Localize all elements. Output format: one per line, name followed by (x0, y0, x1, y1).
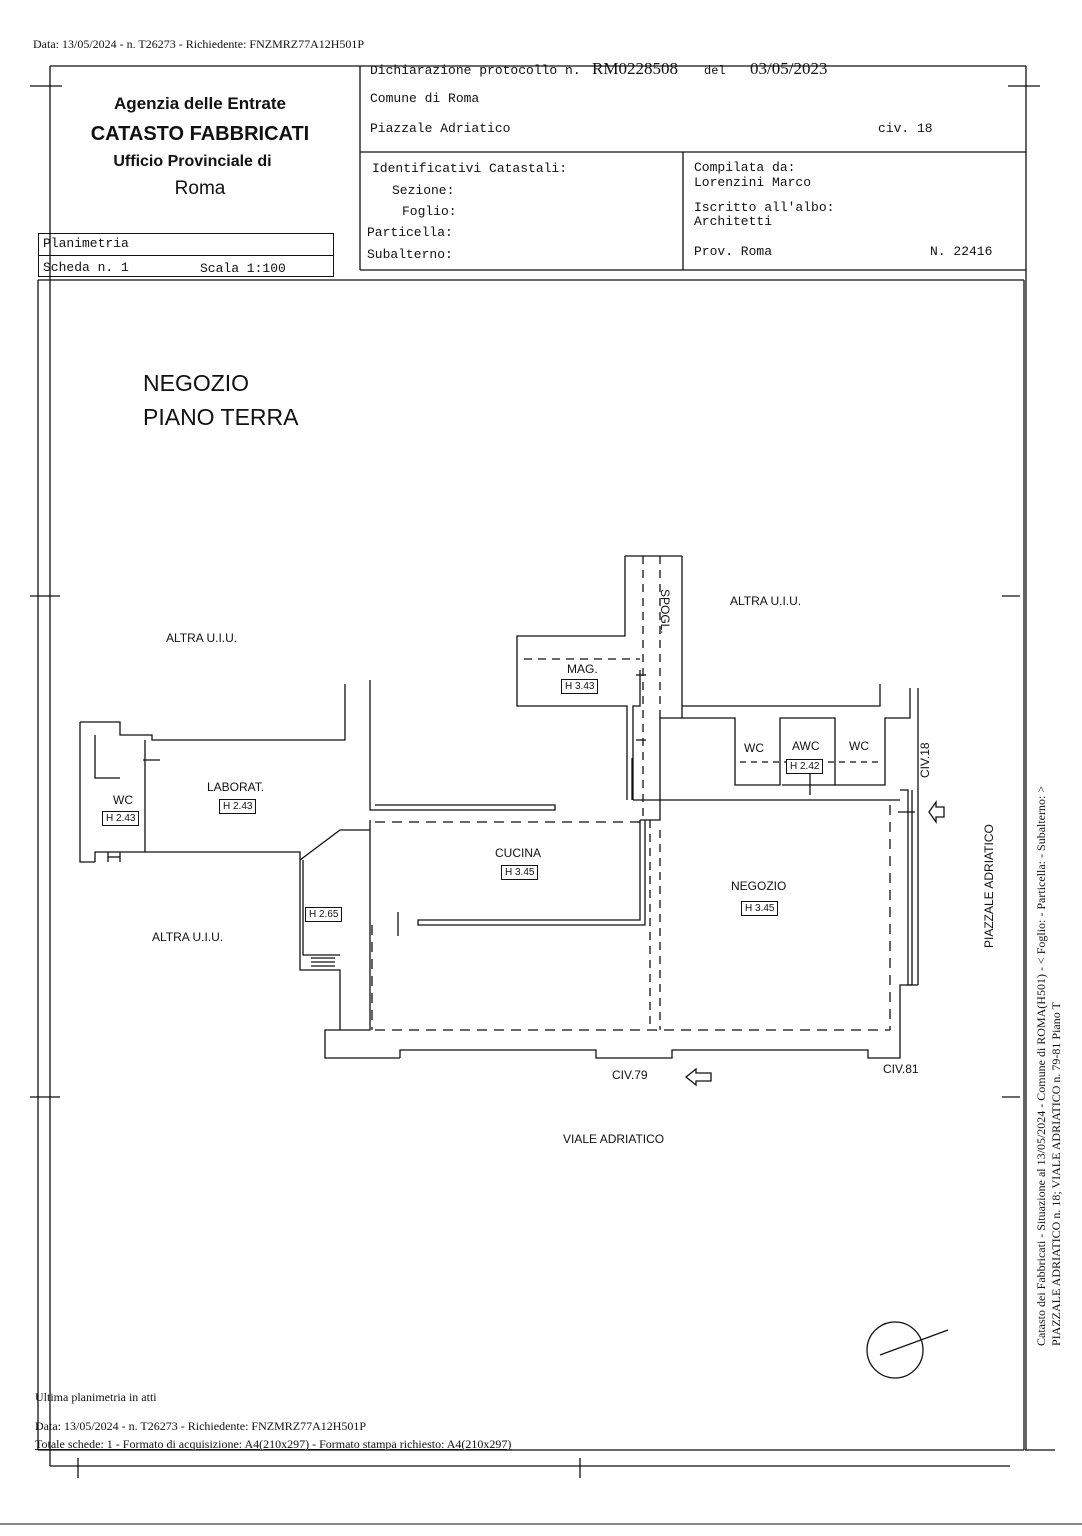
province-value: Prov. Roma (694, 244, 773, 259)
height-laboratorio: H 2.43 (219, 799, 257, 814)
room-cucina: CUCINA (495, 846, 542, 860)
room-wc-2: WC (849, 739, 869, 753)
height-magazzino: H 3.43 (561, 679, 599, 694)
plan-type-label: Planimetria (43, 236, 129, 251)
albo-value: Architetti (694, 214, 773, 229)
declaration-date: 03/05/2023 (750, 59, 828, 78)
room-other-unit-bottom-left: ALTRA U.I.U. (152, 930, 224, 944)
plan-title-floor: PIANO TERRA (143, 404, 299, 430)
street-piazzale-adriatico: PIAZZALE ADRIATICO (982, 824, 996, 948)
room-wc-1: WC (744, 741, 764, 755)
height-wc-left: H 2.43 (102, 811, 140, 826)
footer-request-line: Data: 13/05/2024 - n. T26273 - Richieden… (35, 1419, 367, 1433)
room-laboratorio: LABORAT. (207, 780, 265, 794)
room-magazzino: MAG. (567, 662, 598, 676)
subalterno-label: Subalterno: (367, 247, 453, 262)
scheda-label: Scheda n. 1 (43, 260, 129, 275)
civic-79-label: CIV.79 (612, 1068, 648, 1082)
height-negozio: H 3.45 (741, 901, 779, 916)
albo-label: Iscritto all'albo: (694, 200, 835, 215)
room-negozio: NEGOZIO (731, 879, 787, 893)
height-wc: H 2.42 (786, 759, 824, 774)
identifiers-title: Identificativi Catastali: (372, 161, 568, 176)
foglio-label: Foglio: (402, 204, 457, 219)
plan-info-box (38, 233, 334, 277)
declaration-number: RM0228508 (592, 59, 678, 78)
agency-name: Agenzia delle Entrate (114, 94, 286, 113)
room-spogliatoio: SPOGL. (658, 589, 672, 634)
declaration-label: Dichiarazione protocollo n. (370, 63, 581, 78)
scale-label: Scala 1:100 (200, 261, 286, 276)
side-address-info: PIAZZALE ADRIATICO n. 18; VIALE ADRIATIC… (1049, 1002, 1063, 1346)
plan-title-unit: NEGOZIO (143, 370, 250, 396)
height-cucina: H 3.45 (501, 865, 539, 880)
height-corridor: H 2.65 (305, 907, 343, 922)
office-city: Roma (174, 178, 226, 199)
room-other-unit-top-right: ALTRA U.I.U. (730, 594, 802, 608)
compiler-label: Compilata da: (694, 160, 796, 175)
office-label: Ufficio Provinciale di (113, 153, 272, 170)
comune-value: Comune di Roma (370, 91, 480, 106)
catasto-title: CATASTO FABBRICATI (90, 123, 310, 145)
room-antiwc: AWC (792, 739, 820, 753)
civic-number: civ. 18 (878, 121, 933, 136)
header-request-line: Data: 13/05/2024 - n. T26273 - Richieden… (33, 37, 365, 51)
particella-label: Particella: (367, 225, 453, 240)
room-wc-left: WC (113, 793, 133, 807)
footer-format-line: Totale schede: 1 - Formato di acquisizio… (35, 1437, 512, 1451)
declaration-del: del (704, 64, 726, 78)
footer-last-plan: Ultima planimetria in atti (35, 1390, 157, 1404)
compiler-name: Lorenzini Marco (694, 175, 812, 190)
room-other-unit-top-left: ALTRA U.I.U. (166, 631, 238, 645)
civic-18-label: CIV.18 (918, 742, 932, 778)
register-number: N. 22416 (930, 244, 993, 259)
address-value: Piazzale Adriatico (370, 121, 511, 136)
sezione-label: Sezione: (392, 183, 455, 198)
side-cadastral-info: Catasto dei Fabbricati - Situazione al 1… (1034, 785, 1048, 1346)
street-viale-adriatico: VIALE ADRIATICO (563, 1132, 665, 1146)
civic-81-label: CIV.81 (883, 1062, 919, 1076)
